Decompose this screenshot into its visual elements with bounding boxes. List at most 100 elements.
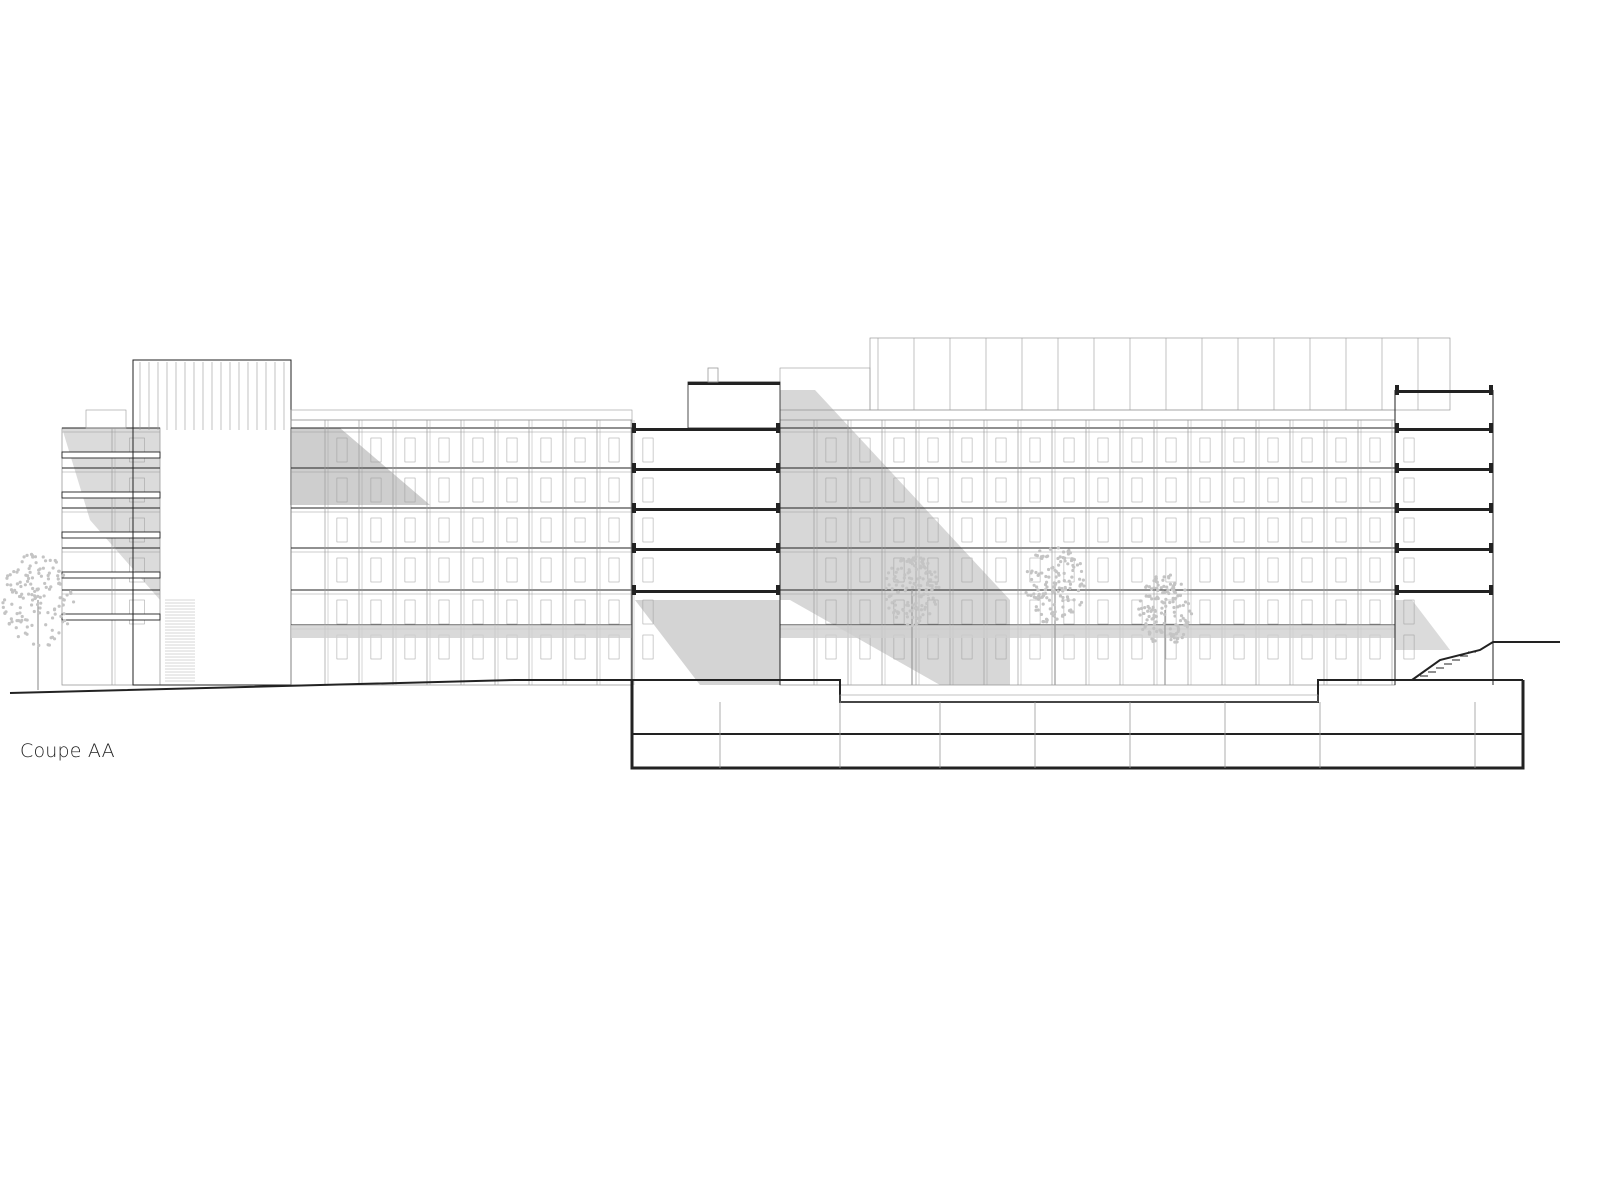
tree-icon-leaf <box>1159 611 1164 615</box>
tree-icon-leaf <box>917 583 921 587</box>
tree-icon-leaf <box>1036 608 1040 612</box>
right-end-section-slab-end-left <box>1395 463 1399 473</box>
canopy-outline <box>869 337 1451 411</box>
tree-icon-leaf <box>1162 621 1166 626</box>
tree-icon-leaf <box>38 606 42 610</box>
tree-icon-leaf <box>16 635 20 639</box>
basement-levels <box>630 679 1525 770</box>
tree-icon-leaf <box>33 555 38 559</box>
tree-icon-leaf <box>1152 626 1156 630</box>
tree-icon-leaf <box>1154 620 1158 624</box>
left-main-block-window <box>472 634 484 660</box>
right-main-block-window <box>1403 517 1415 543</box>
right-main-block-window <box>927 557 939 583</box>
right-main-block-window <box>825 599 837 625</box>
tree-icon-leaf <box>46 611 50 615</box>
right-end-section-slab-end-right <box>1489 503 1493 513</box>
passage-section-slab-end-left <box>632 423 636 433</box>
tree-icon-leaf <box>1061 589 1065 593</box>
tree-icon-leaf <box>1156 583 1160 587</box>
tree-icon-leaf <box>59 614 63 618</box>
tree-icon-leaf <box>52 637 57 641</box>
tree-icon-leaf <box>890 587 894 591</box>
right-main-block-window <box>1301 599 1313 625</box>
tree-icon-leaf <box>894 583 898 587</box>
right-main-block-window <box>1063 477 1075 503</box>
left-wing-balcony <box>61 451 161 459</box>
tree-icon-leaf <box>893 603 898 607</box>
tree-icon-leaf <box>1178 593 1182 597</box>
tree-icon-leaf <box>1145 618 1149 622</box>
tree-icon-leaf <box>21 596 25 600</box>
passage-section-slab-end-right <box>776 503 780 513</box>
tree-icon-leaf <box>49 585 53 589</box>
right-main-block-window <box>1369 557 1381 583</box>
tree-icon-leaf <box>1 605 5 609</box>
tree-icon-leaf <box>902 576 906 580</box>
tree-icon-leaf <box>18 606 22 610</box>
tree-icon-leaf <box>10 602 14 606</box>
right-main-block <box>779 409 1415 686</box>
right-main-block-window <box>1199 557 1211 583</box>
right-main-block-window <box>1369 517 1381 543</box>
tree-icon-leaf <box>62 598 66 602</box>
tree-icon-leaf <box>928 583 932 588</box>
right-main-block-window <box>995 557 1007 583</box>
tree-icon-leaf <box>1079 569 1084 574</box>
left-main-block-window <box>336 477 348 503</box>
tree-icon-leaf <box>931 596 935 600</box>
tree-icon-leaf <box>23 583 27 587</box>
right-main-block-window <box>1233 477 1245 503</box>
tree-icon-leaf <box>1052 603 1056 607</box>
tree-icon-leaf <box>1056 546 1060 550</box>
tree-icon-leaf <box>911 615 915 619</box>
tree-icon-leaf <box>899 556 903 561</box>
tree-icon-leaf <box>1057 580 1061 584</box>
tree-icon-leaf <box>33 594 37 598</box>
tree-icon-leaf <box>925 601 929 606</box>
right-main-block-window <box>961 437 973 463</box>
right-main-block-window <box>893 437 905 463</box>
passage-section-slab <box>632 428 780 431</box>
tree-icon-leaf <box>61 603 65 607</box>
tree-icon-leaf <box>1146 594 1151 598</box>
tree-icon-leaf <box>1189 612 1194 616</box>
left-main-block-window <box>404 477 416 503</box>
tree-icon-leaf <box>1054 569 1058 574</box>
shadow-passage <box>635 600 780 685</box>
tree-icon-leaf <box>921 577 925 581</box>
tree-icon-leaf <box>17 594 22 599</box>
tree-icon-leaf <box>54 560 58 564</box>
tree-icon-leaf <box>1029 571 1033 575</box>
left-main-block-window <box>642 599 654 625</box>
tree-icon-leaf <box>921 613 925 617</box>
right-main-block-window <box>1233 557 1245 583</box>
tree-icon-leaf <box>30 623 34 627</box>
tree-icon-leaf <box>1172 636 1176 640</box>
tree-icon-leaf <box>33 596 37 601</box>
passage-section-slab-end-left <box>632 503 636 513</box>
ground-line-left <box>9 679 632 694</box>
right-main-block-window <box>1403 634 1415 660</box>
tree-icon-leaf <box>1137 607 1141 611</box>
left-main-block-window <box>472 517 484 543</box>
passage-section-slab <box>632 590 780 593</box>
right-main-block-window <box>1403 477 1415 503</box>
left-main-block-window <box>404 437 416 463</box>
tree-icon-leaf <box>910 609 914 613</box>
tree-icon-leaf <box>1152 622 1157 627</box>
right-main-block-window <box>1029 477 1041 503</box>
tree-icon-leaf <box>1150 617 1154 621</box>
tree-icon-leaf <box>887 595 891 599</box>
tree-icon-leaf <box>1029 593 1033 598</box>
passage-section-slab-end-right <box>776 463 780 473</box>
right-main-block-window <box>1301 557 1313 583</box>
tree-icon-leaf <box>1040 595 1044 599</box>
tree-icon-leaf <box>892 577 896 581</box>
tree-icon-leaf <box>41 555 45 559</box>
tree-icon-leaf <box>25 579 30 583</box>
tree-icon-leaf <box>901 584 905 588</box>
tree-icon-leaf <box>1165 590 1169 594</box>
tree-icon-leaf <box>1147 585 1151 589</box>
tree-icon-leaf <box>1065 595 1070 599</box>
